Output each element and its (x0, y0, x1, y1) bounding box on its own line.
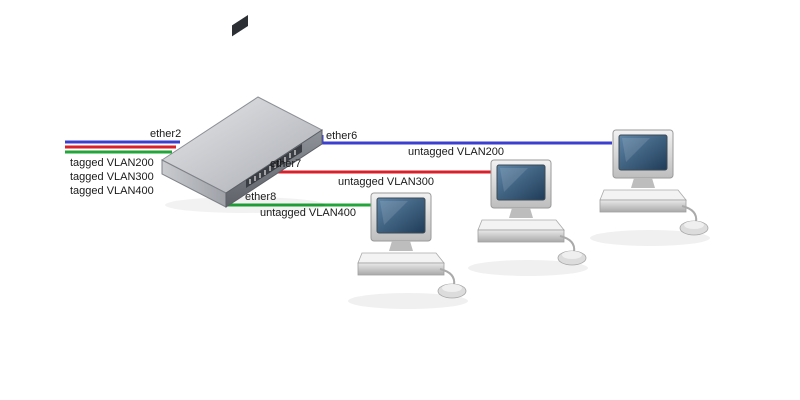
access-vlan-label: untagged VLAN200 (408, 146, 505, 158)
access-port-label: ether6 (326, 130, 358, 142)
router-switch-icon (161, 14, 325, 213)
trunk-vlan-label: tagged VLAN300 (70, 171, 154, 183)
access-cable-vlan200 (320, 135, 612, 145)
access-port-label: ether8 (245, 191, 277, 203)
computer-icon (467, 159, 589, 277)
access-vlan-label: untagged VLAN400 (260, 207, 357, 219)
trunk-port-label: ether2 (150, 128, 182, 140)
computer-icon (347, 192, 469, 310)
computer-icon (589, 129, 711, 247)
trunk-vlan-label: tagged VLAN400 (70, 185, 154, 197)
access-vlan-label: untagged VLAN300 (338, 176, 435, 188)
trunk-vlan-label: tagged VLAN200 (70, 157, 154, 169)
access-cable-vlan300 (266, 160, 492, 174)
access-port-label: ether7 (270, 158, 302, 170)
